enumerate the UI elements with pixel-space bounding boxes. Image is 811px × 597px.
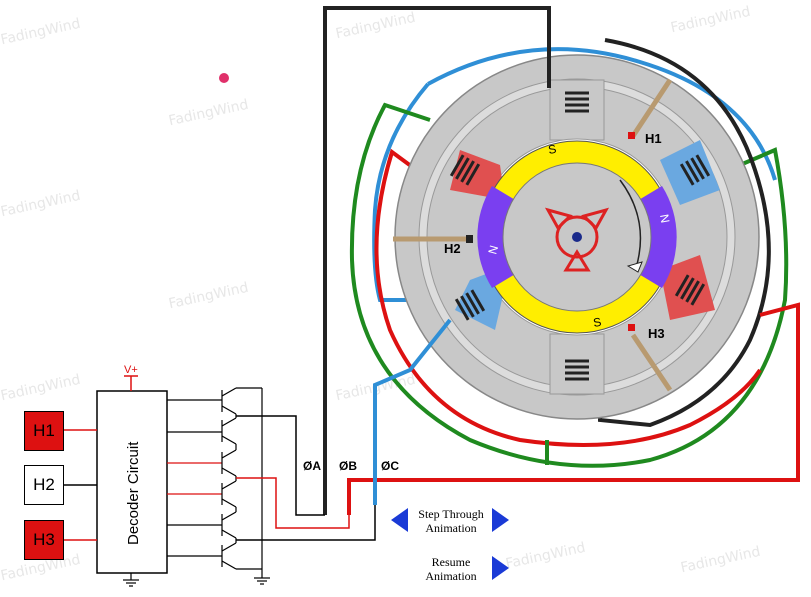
- rotor: [477, 140, 677, 334]
- winding-green: [349, 102, 789, 468]
- winding-red: [374, 148, 762, 447]
- hall-sensor-h1: [628, 78, 673, 139]
- decoder-box: [96, 390, 168, 574]
- step-back-button[interactable]: [390, 507, 410, 533]
- ground-symbol: [123, 573, 139, 587]
- decoder-label: Decoder Circuit: [125, 441, 142, 545]
- bridge-to-phase-c: [236, 505, 376, 541]
- step-through-line1: Step Through: [418, 507, 484, 521]
- coil-upper-right: [660, 140, 720, 205]
- sensor-label-h3: H3: [648, 326, 665, 341]
- hall-input-h3: H3: [24, 520, 64, 560]
- phase-c-lead: [373, 318, 452, 505]
- phase-a-lead: [323, 6, 551, 515]
- step-through-label: Step Through Animation: [414, 507, 488, 535]
- phase-label-b: ØB: [339, 459, 357, 473]
- winding-blue: [372, 82, 430, 302]
- resume-label: Resume Animation: [414, 555, 488, 583]
- transistor-bridge: [221, 387, 263, 578]
- phase-label-c: ØC: [381, 459, 399, 473]
- bridge-to-phase-a: [236, 415, 325, 516]
- ground-symbol: [254, 577, 270, 585]
- decoder-outputs: [167, 399, 222, 557]
- hall-input-label: H2: [33, 475, 55, 494]
- bridge-to-phase-b: [236, 477, 350, 529]
- phase-label-a: ØA: [303, 459, 321, 473]
- step-through-line2: Animation: [425, 521, 477, 535]
- winding-blue: [427, 47, 777, 181]
- hall-input-h2: H2: [24, 465, 64, 505]
- sensor-label-h1: H1: [645, 131, 662, 146]
- hall-sensor-h3: [628, 324, 673, 392]
- pole-label-bottom: S: [592, 315, 602, 330]
- resume-line2: Animation: [425, 569, 477, 583]
- coil-lower-right: [660, 255, 715, 320]
- sensor-label-h2: H2: [444, 241, 461, 256]
- outer-windings: [349, 38, 789, 468]
- hall-input-label: H3: [33, 530, 55, 549]
- step-forward-button[interactable]: [490, 507, 510, 533]
- pole-label-top: S: [547, 142, 557, 157]
- resume-button[interactable]: [490, 555, 510, 581]
- supply-label: V+: [124, 364, 138, 376]
- resume-line1: Resume: [431, 555, 471, 569]
- hall-sensor-h2: [393, 235, 473, 243]
- hall-input-label: H1: [33, 421, 55, 440]
- pole-label-left: N: [485, 244, 501, 256]
- phase-b-lead: [347, 302, 800, 515]
- winding-black: [598, 38, 771, 428]
- hall-input-h1: H1: [24, 411, 64, 451]
- pole-label-right: N: [657, 213, 672, 224]
- marker-dot: [219, 73, 229, 83]
